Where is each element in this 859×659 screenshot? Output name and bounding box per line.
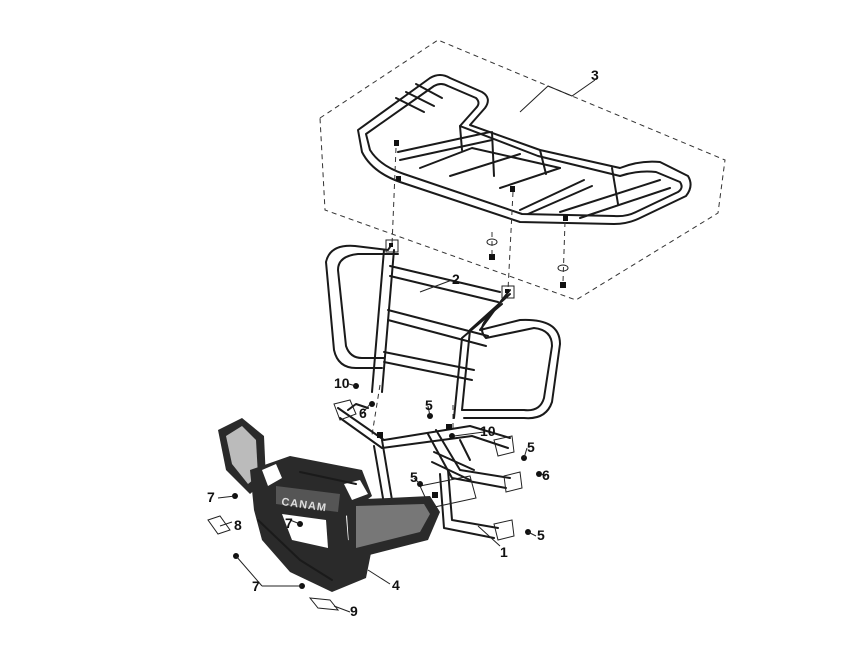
callout-5-mid: 5 xyxy=(410,469,418,485)
callout-9: 9 xyxy=(350,603,358,619)
alignment-lines xyxy=(371,147,566,436)
assembly-3-boundary xyxy=(319,39,726,301)
callout-1: 1 xyxy=(500,544,508,560)
callout-10-left: 10 xyxy=(334,375,350,391)
callout-4: 4 xyxy=(392,577,400,593)
callout-6-left: 6 xyxy=(359,405,367,421)
guard-frame-part-2 xyxy=(325,239,561,420)
callout-2: 2 xyxy=(452,271,460,287)
callout-3: 3 xyxy=(591,67,599,83)
callout-5-top: 5 xyxy=(425,397,433,413)
decal-part-9 xyxy=(308,597,340,611)
bumper-skid-part-4: CANAM xyxy=(218,418,440,592)
decal-part-8 xyxy=(207,515,231,535)
callout-10-right: 10 xyxy=(480,423,496,439)
rack-part-3 xyxy=(357,74,692,225)
rack-fasteners xyxy=(486,238,569,288)
callout-6-right: 6 xyxy=(542,467,550,483)
callout-7-bottom: 7 xyxy=(252,578,260,594)
leader-lines xyxy=(217,79,596,613)
callout-7-left: 7 xyxy=(207,489,215,505)
callout-labels: 3 2 1 4 5 5 5 5 6 6 7 7 7 8 9 10 10 xyxy=(207,67,599,619)
callout-5-right: 5 xyxy=(527,439,535,455)
callout-8: 8 xyxy=(234,517,242,533)
callout-5-bottom: 5 xyxy=(537,527,545,543)
callout-7-center: 7 xyxy=(285,515,293,531)
